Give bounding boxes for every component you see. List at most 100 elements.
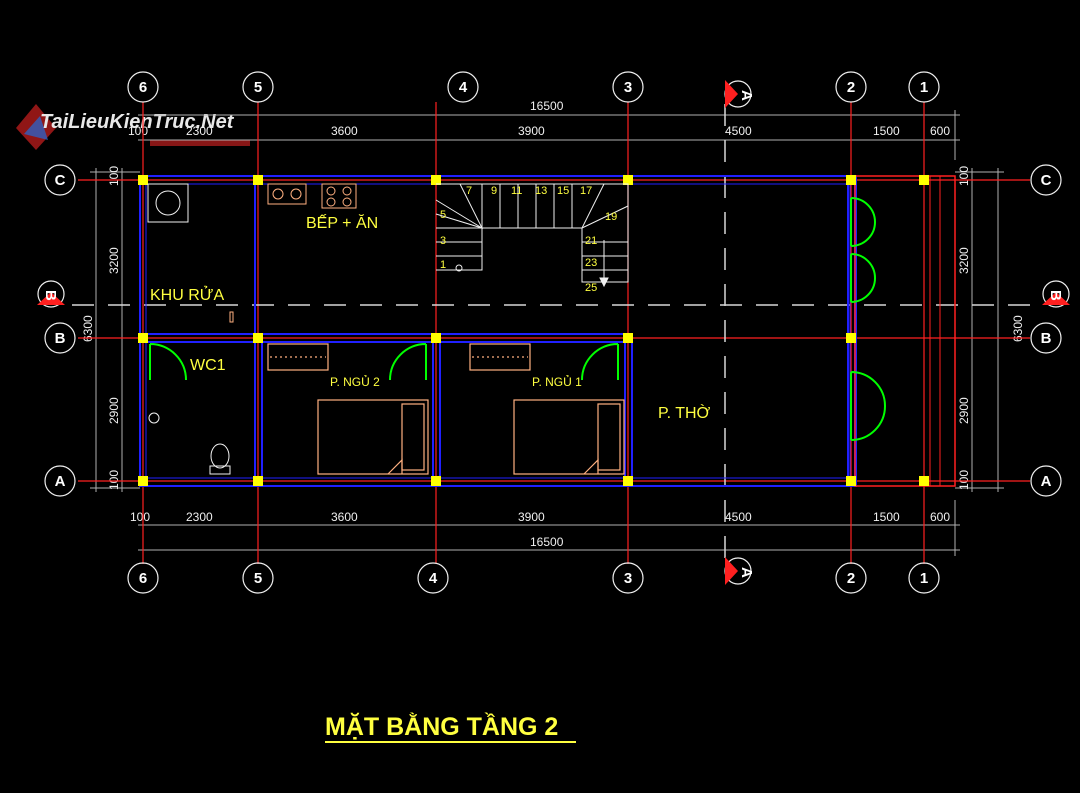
step-19: 19 <box>605 211 617 223</box>
section-b-right-label: B <box>1047 290 1064 301</box>
section-a-bottom-arrow-icon <box>725 557 738 585</box>
grid-bubble-bottom-6: 6 <box>127 562 159 594</box>
washing-machine-drum-icon <box>155 190 181 216</box>
column-b6 <box>138 333 148 343</box>
column-a3 <box>623 476 633 486</box>
section-a-top-label: A <box>738 90 755 101</box>
right-dim-2900: 2900 <box>957 397 971 424</box>
sink-icon <box>267 183 307 205</box>
stair-arrow-icon <box>599 277 609 288</box>
column-b4 <box>431 333 441 343</box>
svg-text:C: C <box>1041 172 1052 189</box>
bed-bed1-sheet-fold <box>583 458 599 475</box>
section-a-bottom-label: A <box>738 567 755 578</box>
column-c4 <box>431 175 441 185</box>
column-a1 <box>919 476 929 486</box>
grid-bubble-left-a: A <box>44 465 76 497</box>
watermark-text: TaiLieuKienTruc.Net <box>40 111 235 133</box>
bottom-dim-2300: 2300 <box>186 510 213 524</box>
room-bed1-label: P. NGỦ 1 <box>532 374 582 389</box>
svg-text:A: A <box>55 473 66 490</box>
column-a6 <box>138 476 148 486</box>
column-a4 <box>431 476 441 486</box>
svg-text:6: 6 <box>139 79 147 96</box>
grid-bubbles-right: C B A <box>1030 164 1062 497</box>
step-25: 25 <box>585 282 597 294</box>
door-bed1-icon <box>581 343 619 381</box>
toilet-tank-icon <box>209 465 231 475</box>
stair-winder-left-2 <box>435 199 483 229</box>
svg-text:1: 1 <box>920 570 928 587</box>
svg-text:4: 4 <box>459 79 468 96</box>
left-dimension-chain <box>90 168 140 492</box>
step-9: 9 <box>491 185 497 197</box>
grid-bubble-bottom-1: 1 <box>908 562 940 594</box>
grid-bubble-top-3: 3 <box>612 71 644 103</box>
section-cut-lines <box>72 104 1030 560</box>
bottom-dim-4500: 4500 <box>725 510 752 524</box>
svg-text:2: 2 <box>847 79 855 96</box>
bottom-dim-1500: 1500 <box>873 510 900 524</box>
top-dim-3600: 3600 <box>331 124 358 138</box>
grid-bubble-top-2: 2 <box>835 71 867 103</box>
floor-drain-icon <box>148 412 160 424</box>
column-b2 <box>846 333 856 343</box>
column-c3 <box>623 175 633 185</box>
section-b-left-label: B <box>42 290 59 301</box>
kitchen-fixtures <box>147 183 357 223</box>
sink-bowl-1-icon <box>272 188 284 200</box>
drawing-title: MẶT BẰNG TẦNG 2 <box>325 712 576 743</box>
stair-winder-left <box>435 183 483 229</box>
grid-bubbles-bottom: 6 5 4 3 2 1 <box>127 562 940 594</box>
grid-bubble-right-a: A <box>1030 465 1062 497</box>
balcony-rail <box>854 175 956 487</box>
grid-bubble-bottom-3: 3 <box>612 562 644 594</box>
grid-bubble-left-c: C <box>44 164 76 196</box>
grid-bubble-top-5: 5 <box>242 71 274 103</box>
stove-burner-1-icon <box>326 186 336 196</box>
grid-bubble-right-c: C <box>1030 164 1062 196</box>
wardrobe-bed2-icon <box>267 343 329 371</box>
grid-bubbles-top: 6 5 4 3 2 1 <box>127 71 940 103</box>
top-dim-1500: 1500 <box>873 124 900 138</box>
grid-bubble-bottom-5: 5 <box>242 562 274 594</box>
columns <box>138 175 929 486</box>
svg-text:3: 3 <box>624 570 632 587</box>
toilet-bowl-icon <box>210 443 230 469</box>
watermark-color-bar <box>150 140 250 146</box>
grid-bubble-top-1: 1 <box>908 71 940 103</box>
outer-wall-blue <box>139 175 857 487</box>
top-dim-4500: 4500 <box>725 124 752 138</box>
section-marker-top: A <box>724 80 755 108</box>
grid-bubble-bottom-2: 2 <box>835 562 867 594</box>
right-total-dim: 6300 <box>1011 315 1025 342</box>
section-a-top-arrow-icon <box>725 80 738 108</box>
bottom-total-dim: 16500 <box>530 535 564 549</box>
bed-bed1-icon <box>513 399 625 475</box>
right-dim-100-top: 100 <box>957 166 971 186</box>
svg-text:6: 6 <box>139 570 147 587</box>
left-total-dim: 6300 <box>81 315 95 342</box>
column-a2 <box>846 476 856 486</box>
step-17: 17 <box>580 185 592 197</box>
column-c5 <box>253 175 263 185</box>
wc-fixtures <box>148 311 234 475</box>
wardrobe-bed1-icon <box>469 343 531 371</box>
bottom-dim-100: 100 <box>130 510 150 524</box>
bottom-dim-3600: 3600 <box>331 510 358 524</box>
bed-bed2-icon <box>317 399 429 475</box>
step-7: 7 <box>466 185 472 197</box>
column-b5 <box>253 333 263 343</box>
left-dim-100-bottom: 100 <box>107 470 121 490</box>
svg-text:5: 5 <box>254 79 262 96</box>
grid-bubble-right-b: B <box>1030 322 1062 354</box>
right-dim-100-bottom: 100 <box>957 470 971 490</box>
bed-bed2-pillow-icon <box>401 403 425 471</box>
svg-text:2: 2 <box>847 570 855 587</box>
step-5: 5 <box>440 209 446 221</box>
step-13: 13 <box>535 185 547 197</box>
column-b3 <box>623 333 633 343</box>
bedroom-furniture <box>267 343 625 475</box>
bottom-dim-600: 600 <box>930 510 950 524</box>
doors <box>149 197 887 441</box>
